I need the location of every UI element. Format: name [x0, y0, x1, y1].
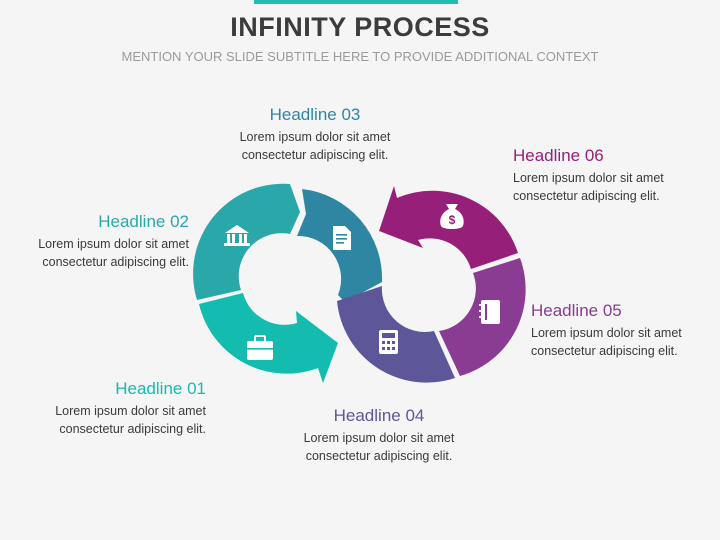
body-02-line1: Lorem ipsum dolor sit amet	[38, 237, 189, 251]
headline-02: Headline 02	[98, 212, 189, 231]
slide-title: INFINITY PROCESS	[230, 12, 490, 42]
step-01-block: Headline 01 Lorem ipsum dolor sit amet c…	[55, 379, 206, 438]
headline-06: Headline 06	[513, 146, 604, 165]
body-06-line2: consectetur adipiscing elit.	[513, 189, 660, 203]
step-02-block: Headline 02 Lorem ipsum dolor sit amet c…	[38, 212, 189, 271]
bank-icon	[224, 225, 250, 246]
title-accent-bar	[254, 0, 458, 4]
body-02-line2: consectetur adipiscing elit.	[42, 255, 189, 269]
body-04-line1: Lorem ipsum dolor sit amet	[303, 431, 455, 445]
calculator-icon	[379, 330, 398, 354]
step-06-block: Headline 06 Lorem ipsum dolor sit amet c…	[513, 146, 664, 205]
slide-subtitle: MENTION YOUR SLIDE SUBTITLE HERE TO PROV…	[121, 49, 599, 64]
headline-01: Headline 01	[115, 379, 206, 398]
body-03-line2: consectetur adipiscing elit.	[241, 148, 389, 162]
briefcase-icon	[247, 335, 273, 360]
body-05-line1: Lorem ipsum dolor sit amet	[531, 326, 682, 340]
body-01-line2: consectetur adipiscing elit.	[59, 422, 206, 436]
money-bag-symbol: $	[449, 213, 456, 227]
headline-05: Headline 05	[531, 301, 622, 320]
body-01-line1: Lorem ipsum dolor sit amet	[55, 404, 206, 418]
body-06-line1: Lorem ipsum dolor sit amet	[513, 171, 664, 185]
headline-03: Headline 03	[269, 105, 361, 124]
step-04-block: Headline 04 Lorem ipsum dolor sit amet c…	[279, 406, 479, 465]
notebook-icon	[479, 300, 500, 324]
body-04-line2: consectetur adipiscing elit.	[305, 449, 453, 463]
money-bag-icon: $	[440, 204, 464, 229]
body-05-line2: consectetur adipiscing elit.	[531, 344, 678, 358]
headline-04: Headline 04	[333, 406, 425, 425]
step-03-block: Headline 03 Lorem ipsum dolor sit amet c…	[215, 105, 415, 164]
body-03-line1: Lorem ipsum dolor sit amet	[239, 130, 391, 144]
segment-01	[199, 293, 338, 383]
step-05-block: Headline 05 Lorem ipsum dolor sit amet c…	[531, 301, 682, 360]
document-icon	[333, 226, 351, 250]
